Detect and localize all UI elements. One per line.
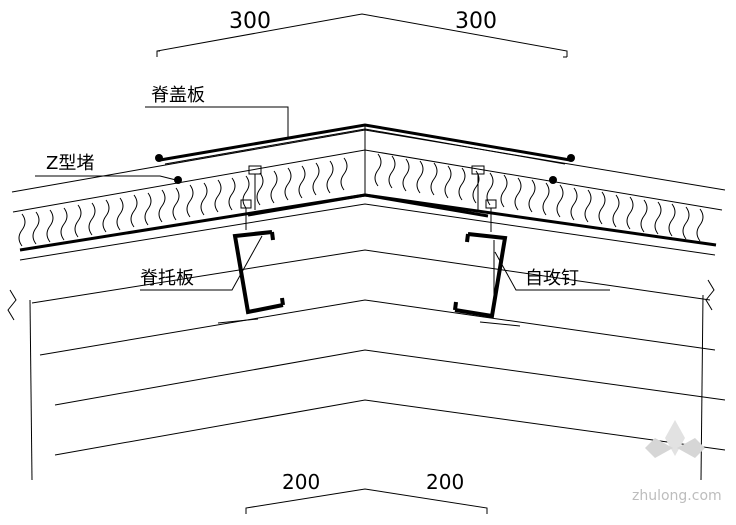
purlin-right [453,232,521,327]
label-ridge-support: 脊托板 [140,268,194,289]
ridge-support-plate [247,193,489,218]
label-ridge-cover: 脊盖板 [151,85,205,106]
purlin-left [217,230,285,324]
fasteners [155,154,575,300]
top-flashing-profile [156,13,568,58]
dimension-top-right: 300 [455,9,497,34]
dimension-top-left: 300 [229,9,271,34]
label-z-plug: Z型堵 [46,153,94,174]
insulation-pattern [18,150,704,247]
roof-panel-lines [7,123,726,481]
bottom-support-profile [245,488,488,514]
leader-lines [35,106,610,291]
label-screw: 自攻钉 [525,268,579,289]
watermark-logo [645,420,705,458]
dimension-bottom-right: 200 [426,470,464,494]
watermark-text: zhulong.com [632,488,722,504]
dimension-bottom-left: 200 [282,470,320,494]
